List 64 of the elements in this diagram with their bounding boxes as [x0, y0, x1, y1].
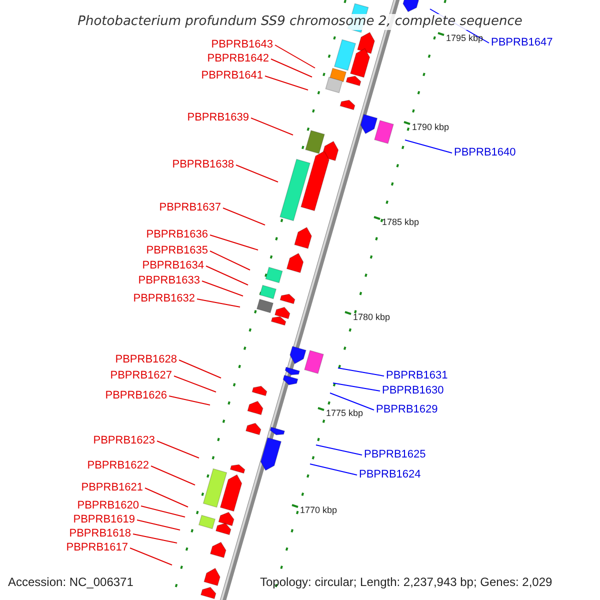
leader-line — [206, 266, 248, 286]
leader-line — [144, 488, 188, 508]
gene-label: PBPRB1629 — [376, 404, 438, 416]
gene-label: PBPRB1625 — [364, 448, 426, 462]
leader-line — [196, 298, 240, 308]
gene-label: PBPRB1636 — [146, 228, 208, 242]
gene-label: PBPRB1628 — [115, 354, 177, 366]
leader-line — [150, 466, 196, 486]
leader-line — [202, 280, 244, 296]
title: Photobacterium profundum SS9 chromosome 2, complete sequence — [78, 14, 522, 30]
gene-label: PBPRB1647 — [491, 36, 553, 50]
gene-label: PBPRB1620 — [77, 500, 139, 512]
gene-label: PBPRB1641 — [201, 70, 263, 82]
leader-line — [132, 534, 178, 544]
tick-label: 1785 kbp — [382, 217, 420, 227]
gene-label: PBPRB1643 — [211, 38, 273, 52]
gene-label: PBPRB1626 — [105, 390, 167, 402]
gene-label: PBPRB1617 — [66, 542, 128, 554]
leader-line — [274, 44, 316, 68]
footer-text: Topology: circular; Length: 2,237,943 bp; Genes: 2,029 — [260, 575, 552, 589]
leader-line — [210, 234, 258, 250]
gene-label: PBPRB1621 — [81, 482, 143, 494]
leader-line — [316, 444, 362, 456]
leader-line — [130, 548, 172, 566]
leader-line — [222, 208, 266, 226]
leader-line — [174, 376, 216, 392]
gene-label: PBPRB1639 — [187, 112, 249, 124]
tick-label: 1790 kbp — [412, 122, 450, 132]
leader-line — [210, 250, 250, 270]
leader-line — [332, 382, 380, 392]
gene-label: PBPRB1633 — [138, 274, 200, 288]
leader-line — [310, 464, 358, 476]
gene-label: PBPRB1627 — [110, 370, 172, 382]
leader-line — [156, 440, 200, 458]
gene-label: PBPRB1619 — [73, 514, 135, 526]
leader-line — [168, 396, 210, 406]
leader-line — [404, 140, 452, 154]
gene-label: PBPRB1623 — [93, 434, 155, 448]
tick-label: 1770 kbp — [300, 505, 338, 515]
leader-line — [250, 118, 294, 136]
leader-line — [178, 360, 222, 378]
footer-text: Accession: NC_006371 — [8, 575, 134, 589]
leader-line — [264, 76, 308, 90]
gene-label: PBPRB1635 — [146, 244, 208, 258]
tick-label: 1780 kbp — [353, 312, 390, 322]
gene-label: PBPRB1638 — [172, 158, 234, 172]
gene-label: PBPRB1634 — [142, 260, 204, 272]
gene-label: PBPRB1640 — [454, 146, 516, 160]
tick-label: 1795 kbp — [446, 33, 484, 43]
gene-label: PBPRB1630 — [382, 384, 444, 398]
leader-line — [140, 506, 186, 518]
gene-label: PBPRB1618 — [69, 528, 131, 540]
gene-label: PBPRB1631 — [386, 370, 448, 382]
gene-label: PBPRB1632 — [133, 292, 195, 306]
gene-label: PBPRB1622 — [87, 460, 149, 472]
leader-line — [270, 58, 312, 78]
gene-label: PBPRB1642 — [207, 52, 269, 66]
gene-label: PBPRB1624 — [359, 468, 421, 482]
tick-label: 1775 kbp — [326, 408, 364, 418]
leader-line — [236, 164, 278, 182]
leader-line — [136, 520, 180, 530]
gene-label: PBPRB1637 — [159, 202, 221, 214]
leader-line — [330, 392, 374, 410]
leader-line — [338, 368, 384, 376]
